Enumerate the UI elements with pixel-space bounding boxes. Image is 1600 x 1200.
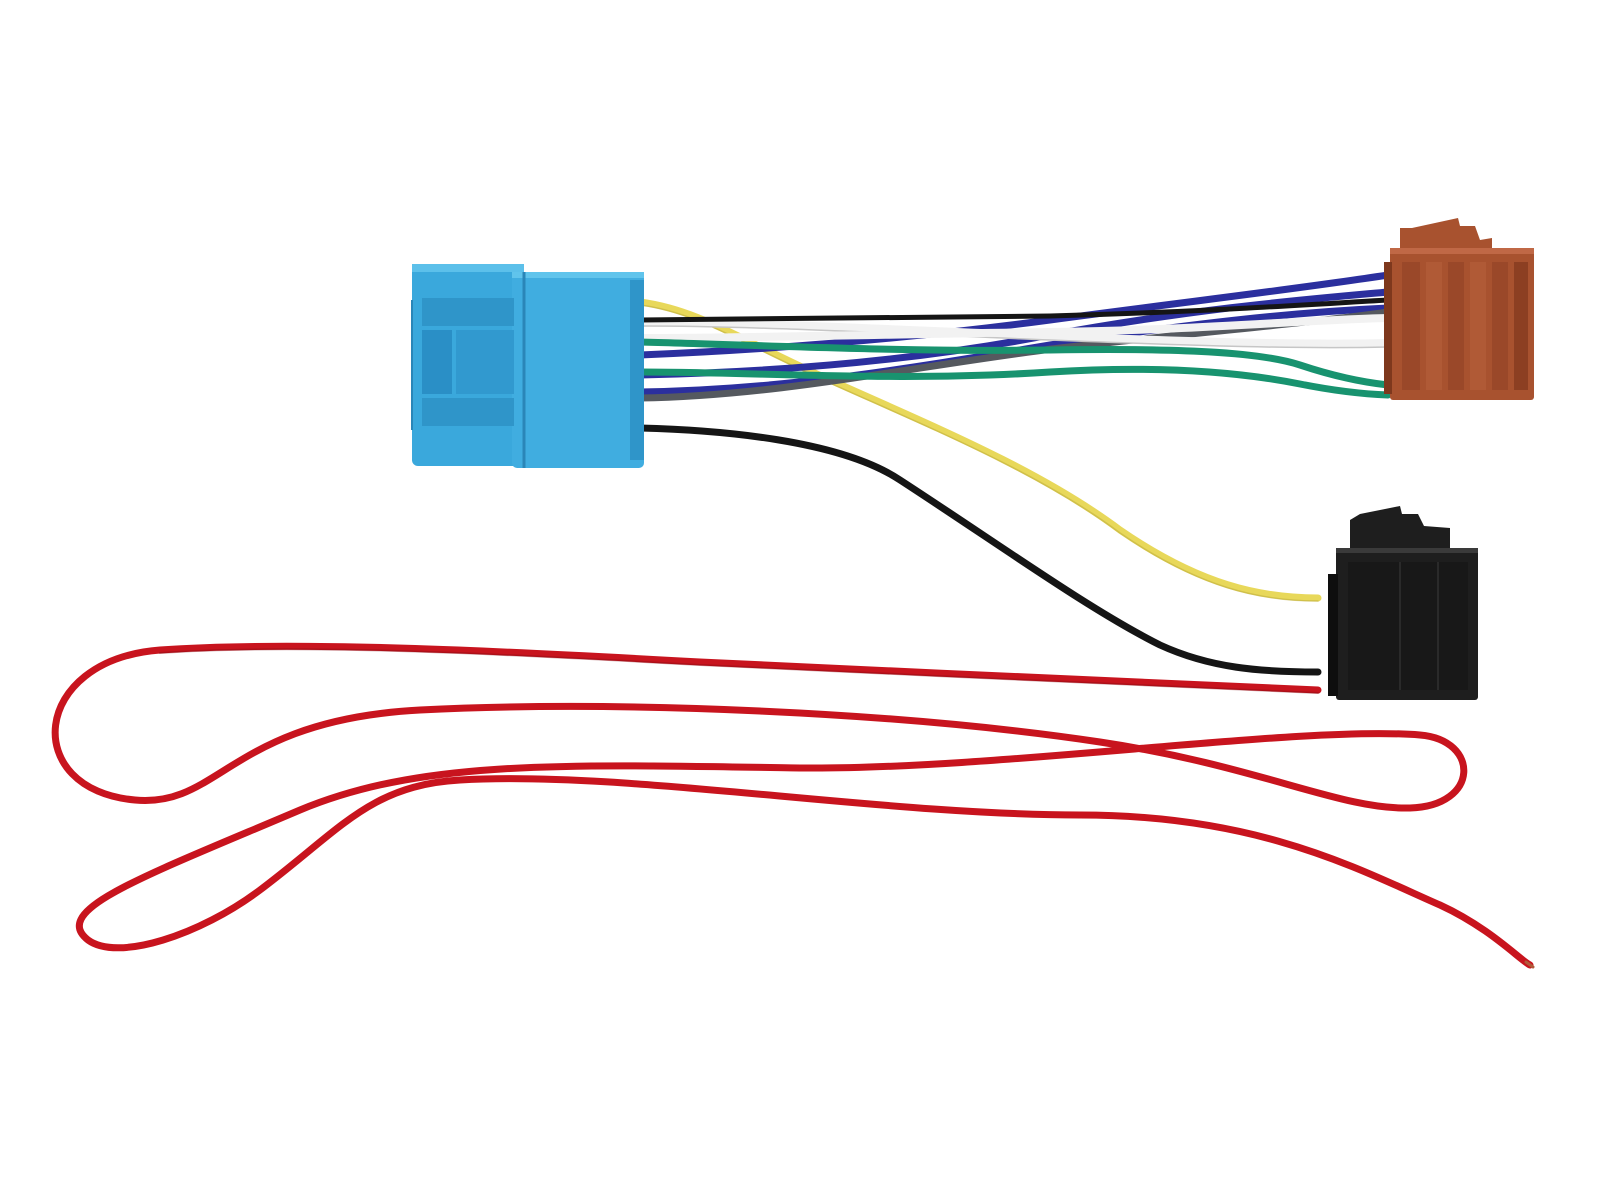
green-wire: [636, 338, 1392, 389]
red-wire-shadow: [159, 648, 1319, 694]
blue-wire: [636, 271, 1392, 359]
red-wire-tip: [1524, 960, 1535, 969]
red-wire: [51, 642, 1534, 969]
brown-connector: [1384, 218, 1534, 400]
red-power-wire: [51, 642, 1535, 969]
blue-connector: [411, 264, 644, 468]
yellow-wire: [636, 298, 1322, 602]
wire-bundle: [636, 271, 1392, 402]
black-wire: [636, 424, 1322, 676]
black-connector: [1328, 506, 1478, 700]
